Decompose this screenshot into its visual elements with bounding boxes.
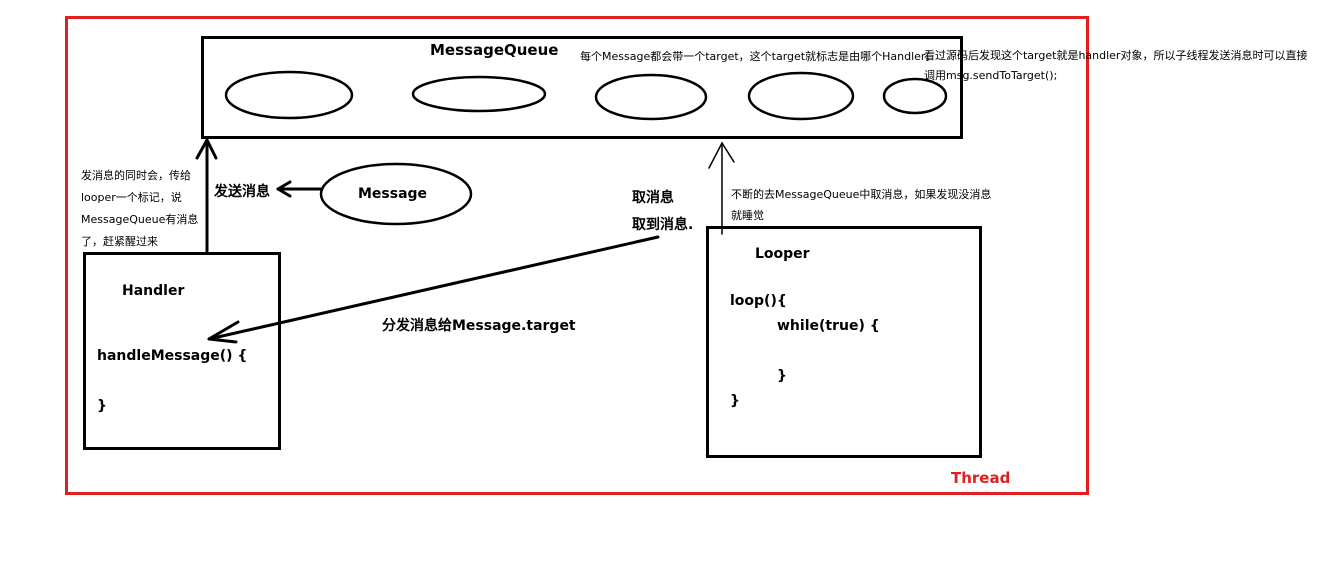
- dispatch-arrow: [207, 235, 660, 341]
- queue-message-slot: [594, 73, 708, 121]
- queue-message-slot: [411, 75, 547, 113]
- message-queue-box: [201, 36, 963, 139]
- looper-note-line2: 就睡觉: [731, 209, 764, 222]
- looper-title: Looper: [755, 246, 810, 262]
- handler-note-line: 了，赶紧醒过来: [81, 235, 158, 248]
- looper-code-line: loop(){: [730, 293, 787, 309]
- message-queue-title: MessageQueue: [430, 41, 559, 59]
- got-message-label: 取到消息.: [632, 217, 694, 233]
- looper-code-line: }: [730, 393, 740, 409]
- message-ellipse: [319, 162, 473, 226]
- source-note-line2: 调用msg.sendToTarget();: [924, 69, 1058, 82]
- queue-message-slot: [747, 71, 855, 121]
- handler-title: Handler: [122, 283, 185, 299]
- looper-note-line1: 不断的去MessageQueue中取消息，如果发现没消息: [731, 188, 992, 201]
- looper-code-line: }: [777, 368, 787, 384]
- send-message-label: 发送消息: [214, 184, 270, 200]
- handler-note: 发消息的同时会，传给 looper一个标记，说 MessageQueue有消息 …: [81, 165, 198, 253]
- queue-message-slot: [882, 77, 948, 115]
- handler-note-line: 发消息的同时会，传给: [81, 169, 191, 182]
- handler-box: [83, 252, 281, 450]
- target-note: 每个Message都会带一个target，这个target就标志是由哪个Hand…: [580, 50, 937, 63]
- handler-to-queue-arrowhead: [195, 138, 218, 160]
- handler-note-line: looper一个标记，说: [81, 191, 182, 204]
- message-send-arrowhead: [276, 180, 292, 198]
- thread-label: Thread: [951, 469, 1011, 487]
- queue-message-slot: [224, 70, 354, 120]
- handler-close-brace: }: [97, 398, 107, 414]
- thread-frame: [65, 16, 1089, 495]
- looper-code-line: while(true) {: [777, 318, 880, 334]
- dispatch-label: 分发消息给Message.target: [382, 318, 576, 334]
- dispatch-arrowhead: [207, 320, 240, 344]
- handler-note-line: MessageQueue有消息: [81, 213, 199, 226]
- looper-to-queue-arrowhead: [708, 141, 735, 169]
- looper-box: [706, 226, 982, 458]
- source-note-line1: 看过源码后发现这个target就是handler对象，所以子线程发送消息时可以直…: [924, 49, 1308, 62]
- handle-message-code: handleMessage() {: [97, 348, 248, 364]
- message-label: Message: [358, 186, 428, 202]
- take-message-label: 取消息: [632, 190, 674, 206]
